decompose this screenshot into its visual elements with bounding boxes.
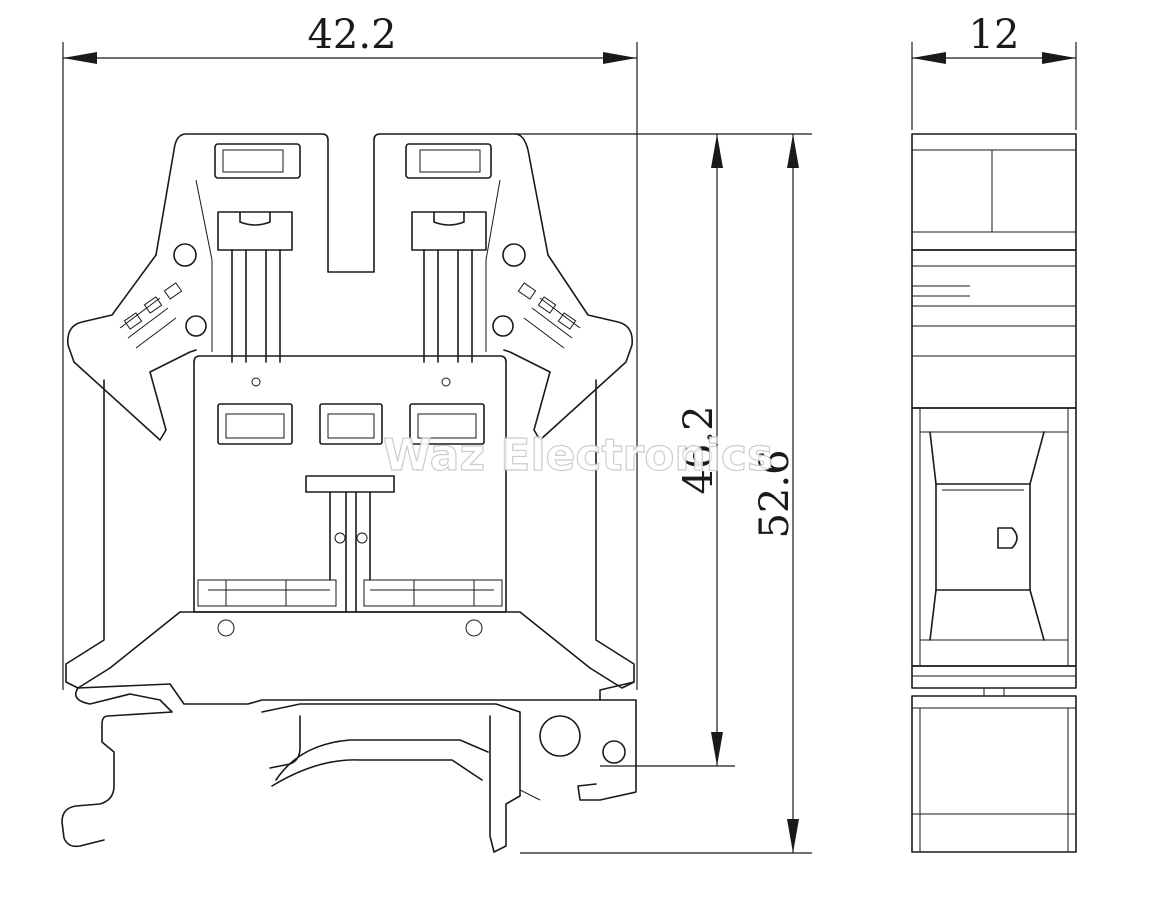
front-view-base-frame (77, 611, 635, 705)
front-view-slot-left (217, 403, 293, 445)
front-view-din-foot (61, 687, 637, 848)
dimension-height-inner: 46.2 (515, 133, 812, 767)
front-view-busbar (305, 475, 395, 613)
front-view-window-right (405, 143, 492, 179)
front-view-hole-right-upper (502, 243, 526, 267)
side-view-top (911, 133, 1077, 251)
front-view-hole-right-lower (492, 315, 514, 337)
dimension-side-width: 12 (911, 12, 1077, 130)
front-view-slot-center (319, 403, 383, 445)
dimension-height-inner-label: 46.2 (676, 405, 722, 494)
dimension-height-total-label: 52.6 (752, 449, 798, 538)
front-view-window-left (214, 143, 301, 179)
front-view-hole-left-upper (173, 243, 197, 267)
side-view-foot (911, 695, 1077, 853)
side-view-contact (997, 527, 1018, 549)
front-view-top-housing (155, 133, 549, 273)
dimension-width-total: 42.2 (62, 12, 638, 690)
front-view-screw-left (217, 211, 293, 251)
dimension-width-total-label: 42.2 (307, 12, 396, 58)
front-view-latch-left (66, 254, 197, 441)
watermark-text: Waz Electronics (383, 430, 773, 481)
front-view-hole-left-lower (185, 315, 207, 337)
front-view-latch-right (503, 254, 634, 441)
dimension-side-width-label: 12 (969, 12, 1020, 58)
front-view-body (193, 355, 507, 613)
front-view-foot-hole (539, 715, 581, 757)
front-view-screw-right (411, 211, 487, 251)
front-view-slot-right (409, 403, 485, 445)
front-view (61, 133, 637, 853)
dimension-height-total: 52.6 (520, 134, 812, 854)
side-view (911, 133, 1077, 853)
